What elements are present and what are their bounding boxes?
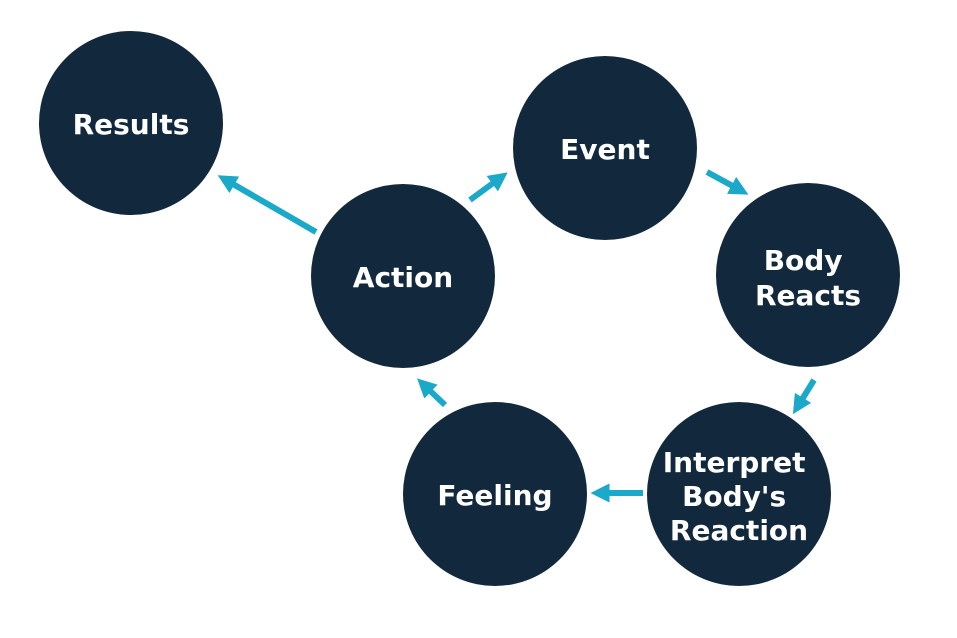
node-results-circle [39, 31, 223, 215]
node-body-reacts-label: Body Reacts [755, 244, 861, 312]
node-action: Action [311, 184, 495, 368]
node-interpret-line2: Body's [682, 480, 786, 513]
arrow-feeling-to-action [417, 378, 448, 408]
arrow-body-reacts-to-interpret [792, 378, 817, 415]
node-feeling: Feeling [403, 402, 587, 586]
node-results-label: Results [73, 108, 190, 141]
node-event: Event [513, 56, 697, 240]
node-interpret-label: Interpret Body's Reaction [663, 446, 816, 547]
node-event-circle [513, 56, 697, 240]
node-interpret-line3: Reaction [670, 514, 808, 547]
node-event-label: Event [560, 133, 650, 166]
node-body-reacts-line1: Body [764, 244, 843, 277]
node-action-label: Action [353, 261, 453, 294]
node-feeling-circle [403, 402, 587, 586]
node-feeling-label: Feeling [437, 479, 552, 512]
node-action-circle [311, 184, 495, 368]
node-results: Results [39, 31, 223, 215]
arrow-action-to-results [217, 175, 318, 235]
node-interpret: Interpret Body's Reaction [647, 402, 831, 586]
node-body-reacts-line2: Reacts [755, 279, 861, 312]
node-body-reacts: Body Reacts [716, 183, 900, 367]
node-interpret-line1: Interpret [663, 446, 806, 479]
node-interpret-circle [647, 402, 831, 586]
arrow-event-to-body-reacts [705, 169, 749, 195]
arrow-action-to-event [468, 172, 508, 203]
arrows [217, 169, 817, 503]
node-body-reacts-circle [716, 183, 900, 367]
